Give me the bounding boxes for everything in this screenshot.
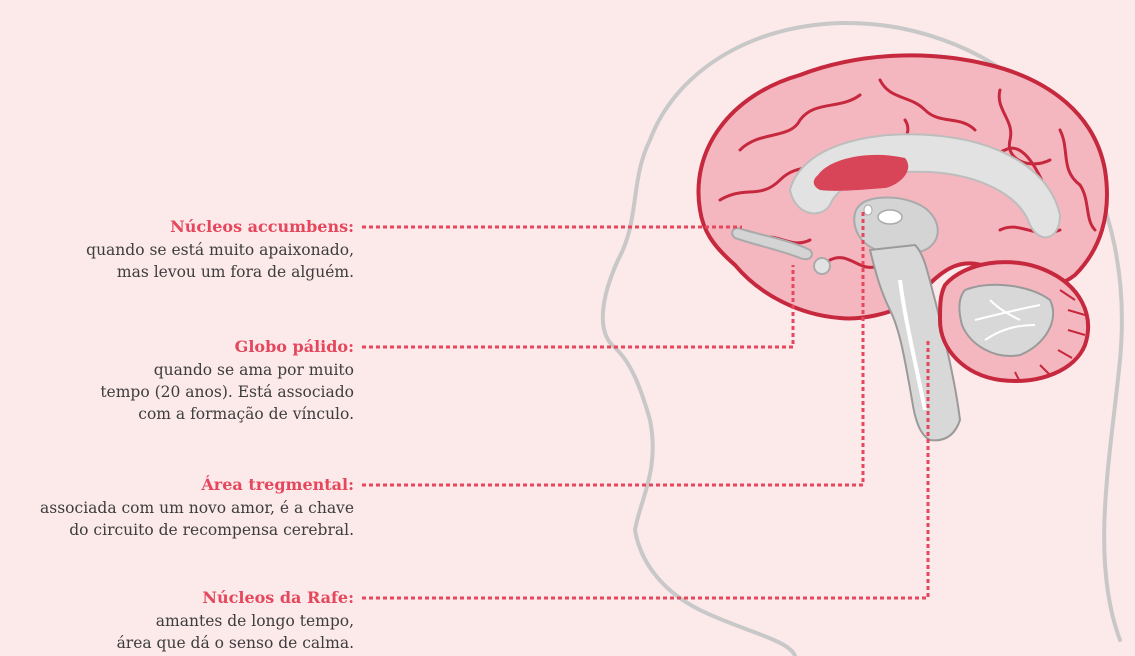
brain-illustration — [696, 53, 1109, 442]
annotation-area-tegmental: Área tregmental: associada com um novo a… — [40, 475, 354, 541]
description-line: quando se está muito apaixonado, — [86, 241, 354, 259]
leader-line-globo-palido — [362, 265, 795, 349]
annotation-rafe: Núcleos da Rafe: amantes de longo tempo,… — [117, 588, 354, 654]
leader-lines — [362, 212, 930, 600]
annotation-description: quando se está muito apaixonado, mas lev… — [86, 239, 354, 283]
description-line: com a formação de vínculo. — [138, 405, 354, 423]
annotation-globo-palido: Globo pálido: quando se ama por muito te… — [100, 337, 354, 425]
annotation-title: Globo pálido: — [234, 337, 354, 356]
leader-line-rafe — [362, 340, 930, 600]
description-line: associada com um novo amor, é a chave — [40, 499, 354, 517]
annotation-title: Núcleos accumbens: — [170, 217, 354, 236]
annotation-accumbens: Núcleos accumbens: quando se está muito … — [86, 217, 354, 283]
annotation-title: Área tregmental: — [201, 475, 354, 494]
description-line: amantes de longo tempo, — [155, 612, 354, 630]
annotation-description: associada com um novo amor, é a chave do… — [40, 497, 354, 541]
annotation-description: quando se ama por muito tempo (20 anos).… — [100, 359, 354, 425]
description-line: mas levou um fora de alguém. — [116, 263, 354, 281]
annotation-column: Núcleos accumbens: quando se está muito … — [0, 0, 362, 656]
description-line: tempo (20 anos). Está associado — [100, 383, 354, 401]
annotation-title: Núcleos da Rafe: — [202, 588, 354, 607]
head-profile-outline — [600, 21, 1124, 656]
leader-line-area-tegmental — [362, 212, 865, 487]
annotation-description: amantes de longo tempo, área que dá o se… — [117, 610, 354, 654]
description-line: quando se ama por muito — [153, 361, 354, 379]
description-line: do circuito de recompensa cerebral. — [69, 521, 354, 539]
description-line: área que dá o senso de calma. — [116, 634, 354, 652]
